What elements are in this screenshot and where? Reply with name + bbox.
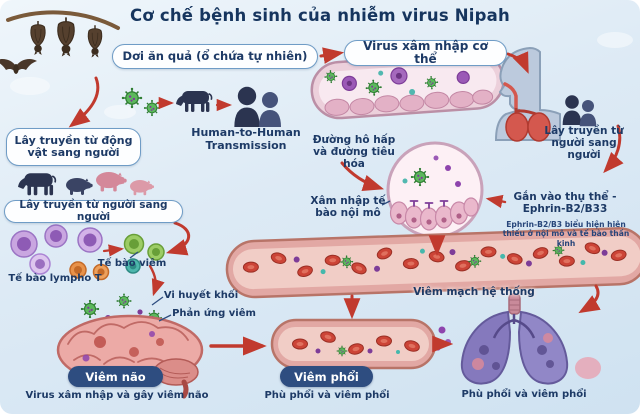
arrow-receptor-to-inset bbox=[485, 194, 507, 209]
endothelium-receptor-inset bbox=[386, 141, 484, 239]
arrow-p2p-to-cells bbox=[165, 221, 191, 256]
arrow-head-to-p2p bbox=[603, 124, 624, 174]
arrow-cells-down bbox=[148, 264, 165, 297]
respiratory-digestive-label: Đường hô hấp và đường tiêu hóa bbox=[312, 134, 396, 171]
leader-microthrombi bbox=[151, 296, 164, 306]
p2p-right-label: Lây truyền từ người sang người bbox=[544, 125, 624, 162]
pneumonia-badge: Viêm phổi bbox=[280, 366, 373, 387]
bats-reservoir-box: Dơi ăn quả (ổ chứa tự nhiên) bbox=[112, 44, 318, 69]
microthrombi-label: Vi huyết khối bbox=[163, 290, 239, 301]
receptor-note: Ephrin-B2/B3 biểu hiện hiên thiếu ở nội … bbox=[502, 220, 630, 248]
nipah-virion-icon bbox=[120, 86, 144, 110]
arrow-lympho-to-inflam bbox=[102, 244, 125, 257]
virus-entry-box: Virus xâm nhập cơ thể bbox=[344, 39, 507, 66]
arrow-bats-to-entry bbox=[319, 47, 345, 64]
background-clouds bbox=[10, 32, 633, 119]
pulmonary-vessel-illustration bbox=[270, 318, 437, 370]
human-silhouettes-icon bbox=[234, 86, 281, 128]
receptor-binding-label: Gắn vào thụ thể - Ephrin-B2/B33 bbox=[513, 191, 617, 216]
human-silhouettes-small-icon bbox=[562, 95, 597, 127]
flying-bat-icon bbox=[0, 58, 37, 74]
leader-lines bbox=[129, 200, 391, 322]
arrow-vessel-to-lungs bbox=[578, 284, 601, 314]
human-to-human-box: Lây truyền từ người sang người bbox=[4, 199, 183, 223]
pig-icon bbox=[66, 178, 93, 195]
arrow-bats-to-animal-box bbox=[68, 76, 100, 128]
h2h-transmission-label: Human-to-Human Transmission bbox=[191, 126, 301, 152]
leader-inflammation bbox=[158, 314, 172, 322]
pig-icon bbox=[96, 172, 127, 192]
encephalitis-caption: Virus xâm nhập và gây viêm não bbox=[25, 390, 209, 401]
animal-row bbox=[18, 172, 155, 196]
inflammatory-cells-label: Tế bào viêm bbox=[97, 258, 167, 269]
endothelial-invasion-label: Xâm nhập tế bào nội mô bbox=[310, 195, 386, 220]
pneumonia-caption: Phù phổi và viêm phổi bbox=[264, 390, 390, 401]
arrow-resp-to-inset bbox=[340, 161, 385, 192]
lungs-caption: Phù phổi và viêm phổi bbox=[461, 389, 587, 400]
inflammatory-reaction-label: Phản ứng viêm bbox=[172, 308, 256, 319]
leader-endothelial bbox=[381, 200, 391, 206]
flow-arrows bbox=[68, 47, 624, 356]
t-lymphocyte-label: Tế bào lympho T bbox=[8, 273, 102, 284]
immune-cell-cluster bbox=[10, 224, 165, 281]
systemic-vasculitis-label: Viêm mạch hệ thống bbox=[413, 286, 535, 298]
pig-icon bbox=[130, 180, 155, 196]
leader-inflammatory-cells bbox=[129, 251, 139, 259]
inflamed-lungs-illustration bbox=[435, 293, 601, 385]
cow-icon bbox=[176, 91, 213, 112]
animal-to-human-box: Lây truyền từ động vật sang người bbox=[6, 128, 141, 166]
cow-icon bbox=[18, 173, 57, 196]
page-title: Cơ chế bệnh sinh của nhiễm virus Nipah bbox=[130, 6, 510, 25]
fruit-bat-colony-illustration bbox=[0, 10, 120, 74]
systemic-vessel-illustration bbox=[225, 227, 640, 299]
encephalitis-badge: Viêm não bbox=[68, 366, 163, 387]
respiratory-tract-illustration bbox=[494, 46, 561, 142]
arrow-entry-to-head bbox=[506, 51, 529, 74]
